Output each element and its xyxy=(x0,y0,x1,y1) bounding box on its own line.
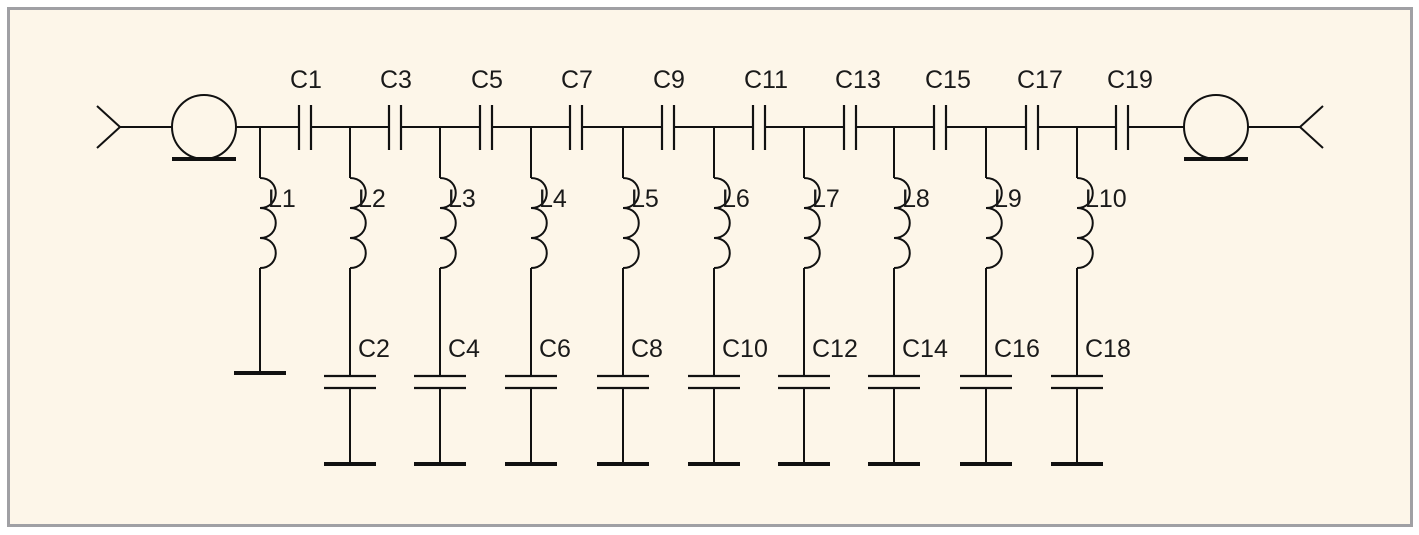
inductor-label: L7 xyxy=(812,185,840,213)
shunt-capacitor-label: C18 xyxy=(1085,335,1131,363)
inductor xyxy=(259,177,277,269)
inductor-label: L6 xyxy=(722,185,750,213)
figure-frame xyxy=(7,7,1413,527)
inductor xyxy=(713,177,731,269)
input-terminal xyxy=(96,105,121,128)
series-capacitor-label: C19 xyxy=(1107,66,1153,94)
inductor-label: L2 xyxy=(358,185,386,213)
inductor-label: L4 xyxy=(539,185,567,213)
inductor xyxy=(893,177,911,269)
output-terminal xyxy=(1299,105,1324,128)
series-capacitor-label: C5 xyxy=(471,66,503,94)
inductor xyxy=(622,177,640,269)
output-coax-symbol xyxy=(1183,94,1249,160)
series-capacitor-label: C17 xyxy=(1017,66,1063,94)
inductor-label: L3 xyxy=(448,185,476,213)
series-capacitor-label: C13 xyxy=(835,66,881,94)
series-capacitor-label: C11 xyxy=(744,66,788,94)
shunt-capacitor-label: C8 xyxy=(631,335,663,363)
series-capacitor-label: C9 xyxy=(653,66,685,94)
input-terminal xyxy=(96,126,121,149)
shunt-capacitor-label: C12 xyxy=(812,335,858,363)
shunt-capacitor-label: C10 xyxy=(722,335,768,363)
inductor xyxy=(985,177,1003,269)
series-capacitor-label: C3 xyxy=(380,66,412,94)
shunt-capacitor-label: C4 xyxy=(448,335,480,363)
input-coax-symbol xyxy=(171,94,237,160)
inductor xyxy=(349,177,367,269)
shunt-capacitor-label: C16 xyxy=(994,335,1040,363)
output-terminal xyxy=(1299,126,1324,149)
inductor-label: L8 xyxy=(902,185,930,213)
inductor xyxy=(1076,177,1094,269)
inductor-label: L9 xyxy=(994,185,1022,213)
inductor-label: L5 xyxy=(631,185,659,213)
series-capacitor-label: C1 xyxy=(290,66,322,94)
inductor-label: L1 xyxy=(268,185,296,213)
series-capacitor-label: C7 xyxy=(561,66,593,94)
shunt-capacitor-label: C2 xyxy=(358,335,390,363)
shunt-capacitor-label: C6 xyxy=(539,335,571,363)
inductor-label: L10 xyxy=(1085,185,1127,213)
inductor xyxy=(803,177,821,269)
series-capacitor-label: C15 xyxy=(925,66,971,94)
inductor xyxy=(439,177,457,269)
inductor xyxy=(530,177,548,269)
shunt-capacitor-label: C14 xyxy=(902,335,948,363)
